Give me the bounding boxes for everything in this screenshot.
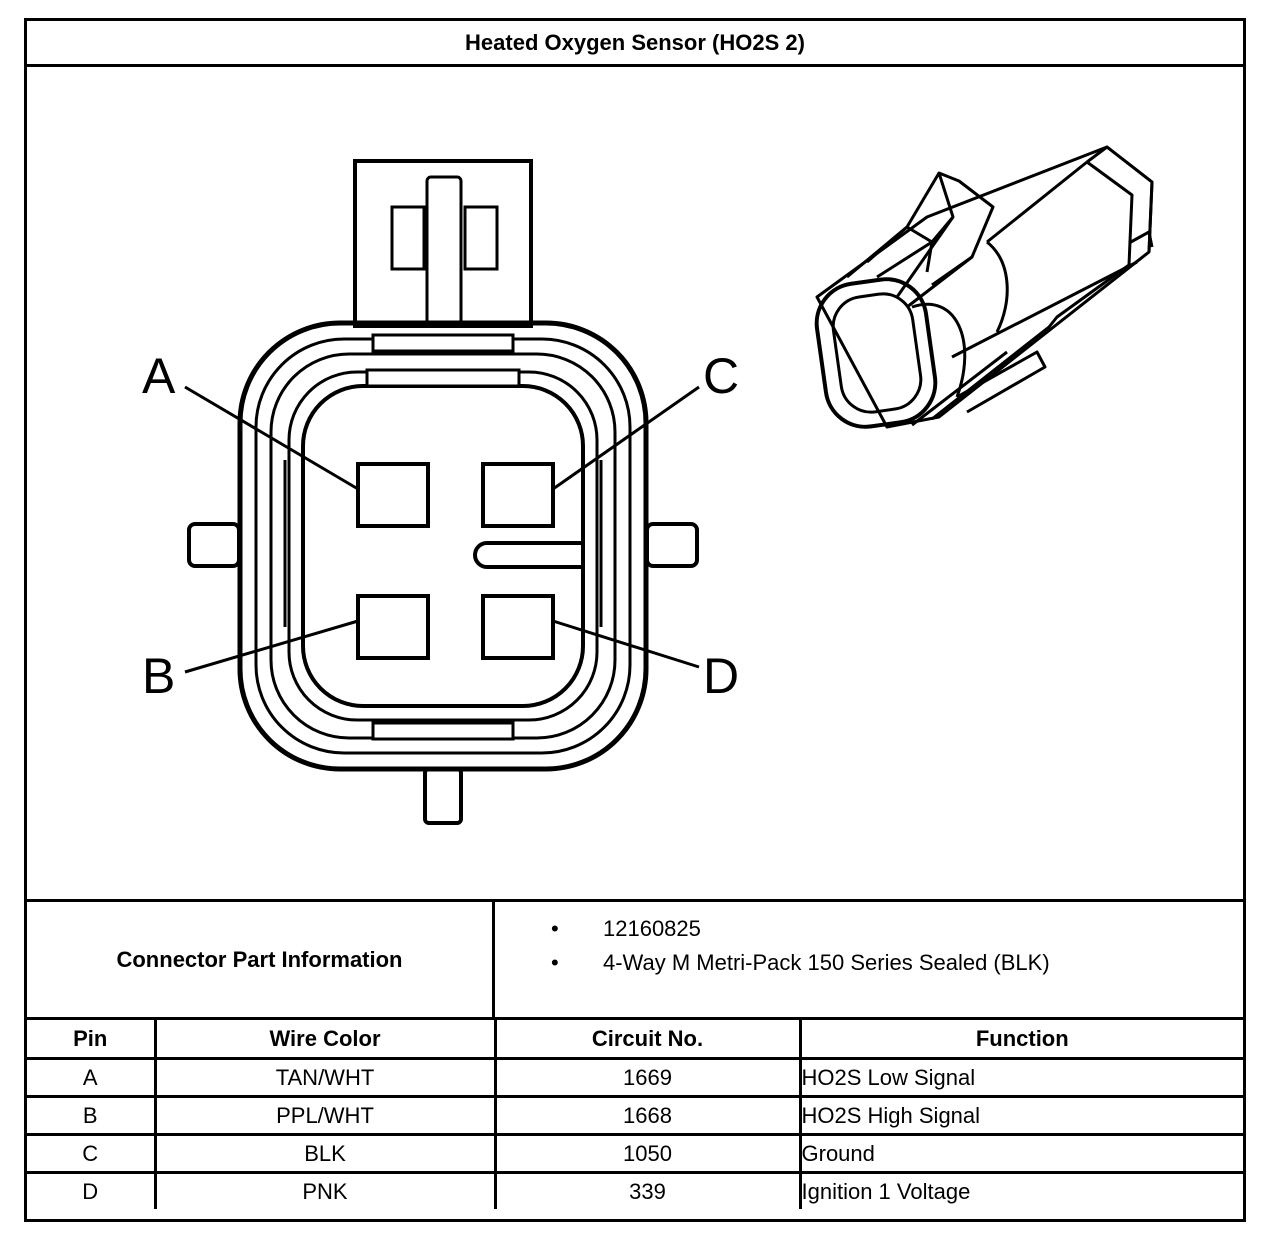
circuit-cell: 1050: [493, 1133, 802, 1174]
wire-color-cell: BLK: [153, 1133, 497, 1174]
wire-color-cell: TAN/WHT: [153, 1057, 497, 1098]
page-title: Heated Oxygen Sensor (HO2S 2): [27, 21, 1243, 67]
pin-label-d: D: [703, 648, 739, 704]
function-cell: Ignition 1 Voltage: [798, 1171, 1243, 1209]
pin-cell: D: [27, 1171, 157, 1209]
connector-part-info: Connector Part Information 12160825 4-Wa…: [27, 899, 1243, 1017]
circuit-cell: 1668: [493, 1095, 802, 1136]
circuit-cell: 1669: [493, 1057, 802, 1098]
header-wire-color: Wire Color: [153, 1017, 497, 1060]
pin-cavity-c: [481, 462, 555, 528]
pin-label-c: C: [703, 348, 739, 404]
circuit-cell: 339: [493, 1171, 802, 1209]
pin-cavity-d: [481, 594, 555, 660]
connector-outer-shell: [237, 320, 649, 772]
connector-isometric-view: [814, 145, 1154, 429]
connector-sheet: Heated Oxygen Sensor (HO2S 2): [24, 18, 1246, 1222]
function-cell: Ground: [798, 1133, 1243, 1174]
connector-description: 4-Way M Metri-Pack 150 Series Sealed (BL…: [497, 946, 1050, 980]
function-cell: HO2S Low Signal: [798, 1057, 1243, 1098]
pin-label-a: A: [142, 348, 176, 404]
pin-cell: B: [27, 1095, 157, 1136]
connector-face-drawing: A B C D: [142, 145, 1154, 825]
connector-part-number: 12160825: [497, 912, 1050, 946]
bottom-tab: [423, 767, 463, 825]
pin-cell: C: [27, 1133, 157, 1174]
latch-tab: [353, 159, 533, 328]
header-pin: Pin: [27, 1017, 157, 1060]
header-circuit-no: Circuit No.: [493, 1017, 802, 1060]
pin-cavity-b: [356, 594, 430, 660]
connector-diagram: A B C D: [27, 67, 1243, 899]
connector-info-label: Connector Part Information: [27, 902, 495, 1017]
pin-table: Pin Wire Color Circuit No. Function A TA…: [27, 1017, 1243, 1209]
function-cell: HO2S High Signal: [798, 1095, 1243, 1136]
left-ear: [187, 522, 241, 568]
wire-color-cell: PNK: [153, 1171, 497, 1209]
pin-label-b: B: [142, 648, 175, 704]
table-row: A TAN/WHT 1669 HO2S Low Signal: [27, 1057, 1243, 1098]
connector-info-list: 12160825 4-Way M Metri-Pack 150 Series S…: [497, 912, 1050, 980]
right-ear: [645, 522, 699, 568]
header-function: Function: [798, 1017, 1243, 1060]
table-row: D PNK 339 Ignition 1 Voltage: [27, 1171, 1243, 1209]
wire-color-cell: PPL/WHT: [153, 1095, 497, 1136]
pin-table-header: Pin Wire Color Circuit No. Function: [27, 1017, 1243, 1060]
pin-cavity-a: [356, 462, 430, 528]
table-row: C BLK 1050 Ground: [27, 1133, 1243, 1174]
pin-cell: A: [27, 1057, 157, 1098]
table-row: B PPL/WHT 1668 HO2S High Signal: [27, 1095, 1243, 1136]
